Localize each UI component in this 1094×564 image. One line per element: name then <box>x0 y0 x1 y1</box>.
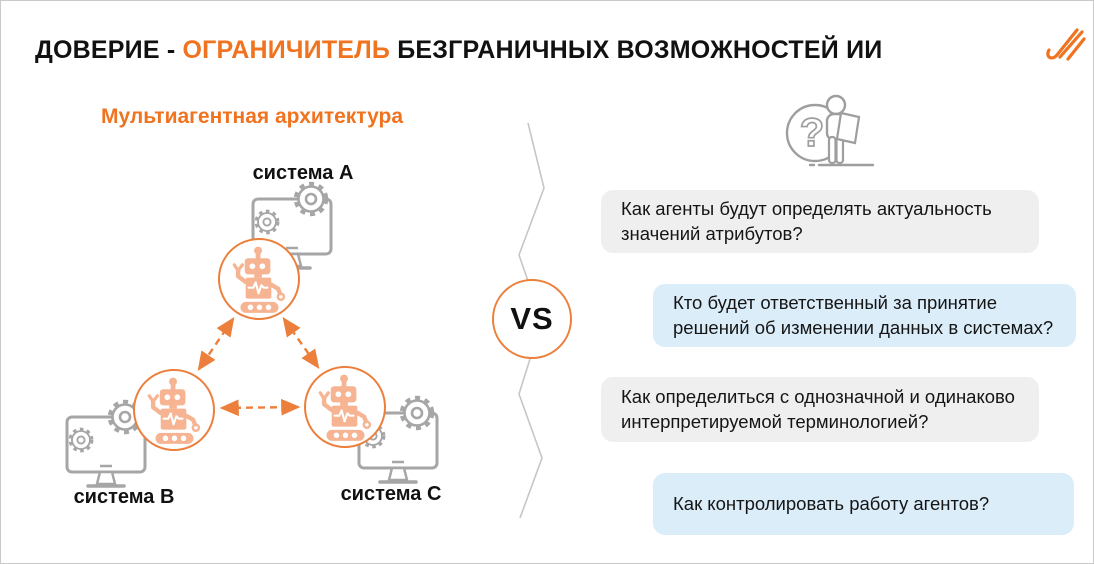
system-c-monitor-icon <box>359 399 437 482</box>
question-text-4: Как контролировать работу агентов? <box>673 492 990 514</box>
agent-b-icon <box>133 369 215 451</box>
system-b-monitor-icon <box>67 403 145 486</box>
question-bubble-2: Кто будет ответственный за принятие реше… <box>653 284 1076 347</box>
question-text-1: Как агенты будут определять актуальность… <box>621 197 992 244</box>
page-title: ДОВЕРИЕ - ОГРАНИЧИТЕЛЬ БЕЗГРАНИЧНЫХ ВОЗМ… <box>35 36 882 65</box>
system-b-label: система B <box>73 486 175 508</box>
system-a-label: система A <box>252 162 354 184</box>
person-question-icon: ? <box>785 94 875 167</box>
system-a-monitor-icon <box>253 185 331 268</box>
question-text-2: Кто будет ответственный за принятие реше… <box>673 291 1054 338</box>
title-accent: ОГРАНИЧИТЕЛЬ <box>182 35 391 64</box>
system-c-label: система C <box>340 483 442 505</box>
vs-label: VS <box>510 301 554 336</box>
question-bubble-4: Как контролировать работу агентов? <box>653 473 1074 535</box>
title-part1: ДОВЕРИЕ - <box>35 35 183 64</box>
agent-a-icon <box>218 238 300 320</box>
agent-c-icon <box>304 366 386 448</box>
arrow-a-b <box>197 317 235 371</box>
question-text-3: Как определиться с однозначной и одинако… <box>621 385 1015 432</box>
arrow-a-c <box>282 317 320 369</box>
vs-badge: VS <box>492 279 572 359</box>
svg-text:?: ? <box>800 111 824 155</box>
left-panel-heading: Мультиагентная архитектура <box>100 105 404 128</box>
arrow-b-c <box>219 398 301 417</box>
question-bubble-1: Как агенты будут определять актуальность… <box>601 190 1039 253</box>
question-bubble-3: Как определиться с однозначной и одинако… <box>601 377 1039 442</box>
logo-icon <box>1046 28 1086 61</box>
agent-link-arrows <box>197 317 320 417</box>
title-part2: БЕЗГРАНИЧНЫХ ВОЗМОЖНОСТЕЙ ИИ <box>390 35 883 64</box>
